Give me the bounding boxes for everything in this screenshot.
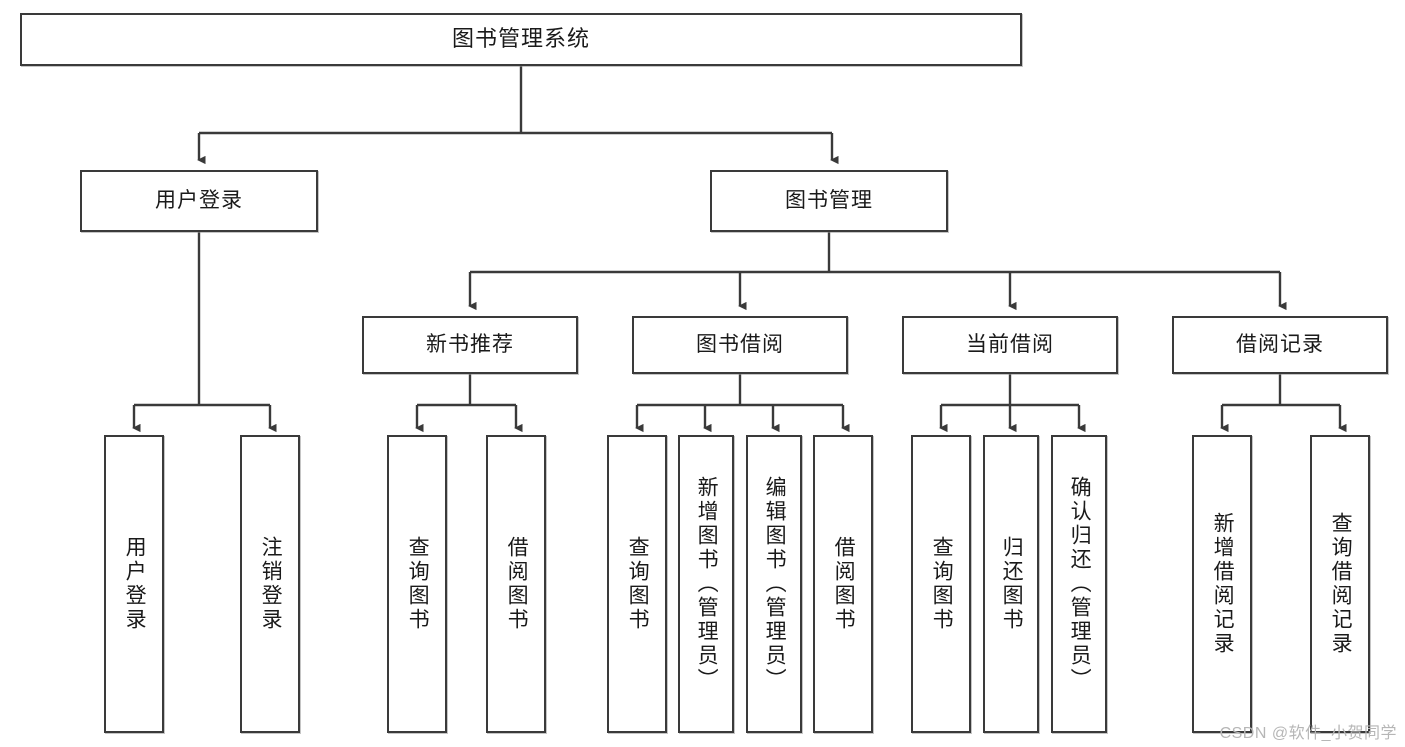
leaf-return-book[interactable]: 归还图书: [983, 435, 1039, 733]
node-label: 新增借阅记录: [1211, 512, 1235, 656]
node-borrow-record[interactable]: 借阅记录: [1172, 316, 1388, 374]
leaf-user-login[interactable]: 用户登录: [104, 435, 164, 733]
leaf-edit-book-admin[interactable]: 编辑图书（管理员）: [746, 435, 802, 733]
node-label: 图书管理系统: [451, 26, 590, 52]
leaf-query-book-new[interactable]: 查询图书: [387, 435, 447, 733]
leaf-add-book-admin[interactable]: 新增图书（管理员）: [678, 435, 734, 733]
node-label: 确认归还（管理员）: [1068, 476, 1092, 692]
leaf-confirm-return-admin[interactable]: 确认归还（管理员）: [1051, 435, 1107, 733]
node-label: 注销登录: [259, 536, 283, 632]
leaf-logout[interactable]: 注销登录: [240, 435, 300, 733]
node-label: 借阅记录: [1236, 333, 1324, 357]
leaf-query-book-borrow[interactable]: 查询图书: [607, 435, 667, 733]
node-label: 用户登录: [155, 189, 243, 213]
node-label: 借阅图书: [832, 536, 856, 632]
leaf-borrow-book-new[interactable]: 借阅图书: [486, 435, 546, 733]
node-label: 图书借阅: [696, 333, 784, 357]
node-root-system[interactable]: 图书管理系统: [20, 13, 1022, 66]
node-label: 新书推荐: [426, 333, 514, 357]
node-current-borrow[interactable]: 当前借阅: [902, 316, 1118, 374]
node-label: 查询借阅记录: [1329, 512, 1353, 656]
node-label: 查询图书: [626, 536, 650, 632]
node-label: 归还图书: [1000, 536, 1024, 632]
leaf-add-borrow-record[interactable]: 新增借阅记录: [1192, 435, 1252, 733]
node-label: 图书管理: [785, 189, 873, 213]
leaf-query-borrow-record[interactable]: 查询借阅记录: [1310, 435, 1370, 733]
node-book-borrow[interactable]: 图书借阅: [632, 316, 848, 374]
node-label: 新增图书（管理员）: [695, 476, 719, 692]
node-label: 当前借阅: [966, 333, 1054, 357]
node-user-login[interactable]: 用户登录: [80, 170, 318, 232]
node-label: 用户登录: [123, 536, 147, 632]
leaf-borrow-book[interactable]: 借阅图书: [813, 435, 873, 733]
leaf-query-book-current[interactable]: 查询图书: [911, 435, 971, 733]
node-label: 借阅图书: [505, 536, 529, 632]
node-new-book-recommend[interactable]: 新书推荐: [362, 316, 578, 374]
node-book-management[interactable]: 图书管理: [710, 170, 948, 232]
csdn-watermark: CSDN @软件_小贺同学: [1219, 725, 1397, 742]
node-label: 查询图书: [406, 536, 430, 632]
node-label: 查询图书: [930, 536, 954, 632]
node-label: 编辑图书（管理员）: [763, 476, 787, 692]
